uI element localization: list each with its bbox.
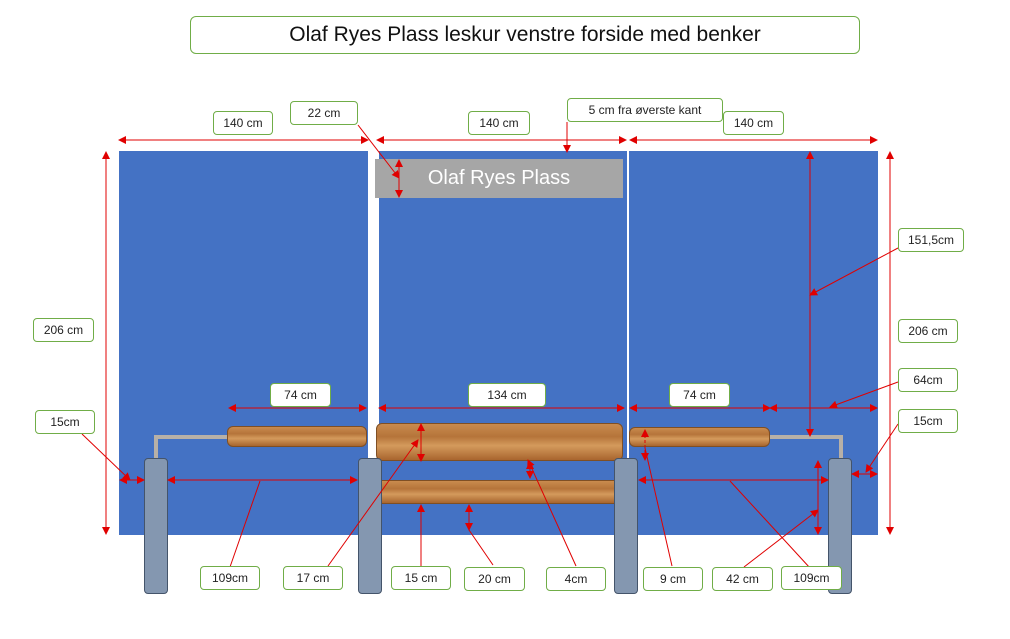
label-seat-depth: 17 cm — [283, 566, 343, 590]
label-post-right: 15cm — [898, 409, 958, 433]
bench-rail-left — [154, 435, 229, 439]
post-2 — [358, 458, 382, 594]
bench-rail-right — [768, 435, 842, 439]
label-width-right: 140 cm — [723, 111, 784, 135]
name-sign: Olaf Ryes Plass — [375, 159, 623, 198]
post-3 — [614, 458, 638, 594]
label-bench-middle-width: 134 cm — [468, 383, 546, 407]
bench-left — [227, 426, 367, 447]
label-post-left: 15cm — [35, 410, 95, 434]
label-lower-bench: 15 cm — [391, 566, 451, 590]
label-gap-left: 109cm — [200, 566, 260, 590]
label-width-left: 140 cm — [213, 111, 273, 135]
bench-rail-left-post — [154, 435, 158, 459]
label-post-gap: 9 cm — [643, 567, 703, 591]
label-sign-height: 22 cm — [290, 101, 358, 125]
label-bench-right-width: 74 cm — [669, 383, 730, 407]
label-gap-right: 109cm — [781, 566, 842, 590]
label-seat-height: 42 cm — [712, 567, 773, 591]
bench-rail-right-post — [839, 435, 843, 459]
label-bottom-gap-right: 64cm — [898, 368, 958, 392]
label-upper-height-right: 151,5cm — [898, 228, 964, 252]
panel-middle — [379, 151, 627, 535]
label-width-middle: 140 cm — [468, 111, 530, 135]
label-bench-gap: 20 cm — [464, 567, 525, 591]
label-height-left: 206 cm — [33, 318, 94, 342]
label-bench-left-width: 74 cm — [270, 383, 331, 407]
bench-right — [629, 427, 770, 447]
post-1 — [144, 458, 168, 594]
bench-middle-lower — [376, 480, 623, 504]
label-height-right: 206 cm — [898, 319, 958, 343]
label-bench-thickness: 4cm — [546, 567, 606, 591]
label-sign-offset: 5 cm fra øverste kant — [567, 98, 723, 122]
diagram-title: Olaf Ryes Plass leskur venstre forside m… — [190, 16, 860, 54]
